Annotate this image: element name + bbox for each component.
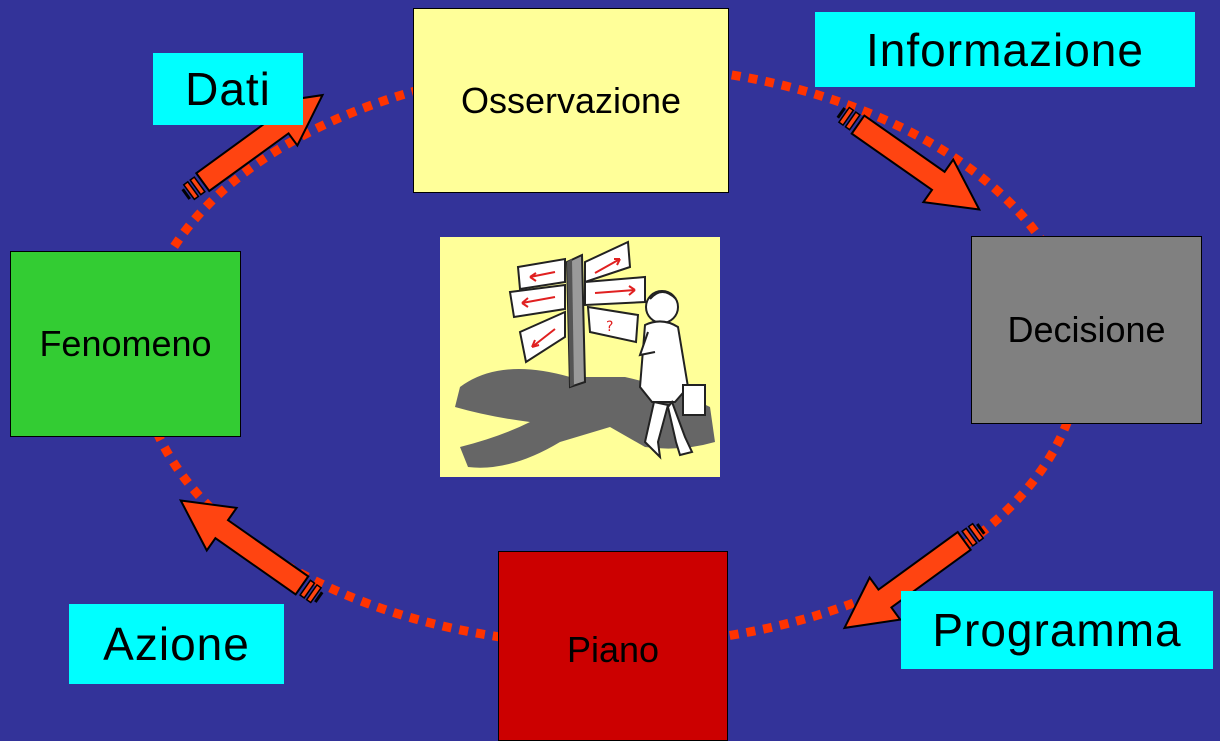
- signpost-person-picture: ?: [440, 237, 720, 477]
- arrow-azione: [178, 499, 324, 604]
- node-piano: Piano: [498, 551, 728, 741]
- node-fenomeno-label: Fenomeno: [39, 323, 212, 364]
- arrow-informazione: [836, 106, 982, 211]
- node-fenomeno: Fenomeno: [10, 251, 241, 437]
- edge-label-informazione: Informazione: [815, 12, 1195, 87]
- node-piano-label: Piano: [566, 629, 660, 670]
- node-decisione-label: Decisione: [1007, 309, 1166, 350]
- edge-label-azione: Azione: [69, 604, 284, 684]
- arrow-programma: [842, 522, 986, 630]
- node-osservazione-label: Osservazione: [460, 79, 682, 121]
- signpost-clipart-icon: ?: [455, 240, 715, 468]
- edge-label-dati: Dati: [153, 53, 303, 125]
- svg-text:?: ?: [606, 319, 613, 335]
- node-decisione: Decisione: [971, 236, 1202, 424]
- node-osservazione: Osservazione: [413, 8, 729, 193]
- edge-label-programma: Programma: [901, 591, 1213, 669]
